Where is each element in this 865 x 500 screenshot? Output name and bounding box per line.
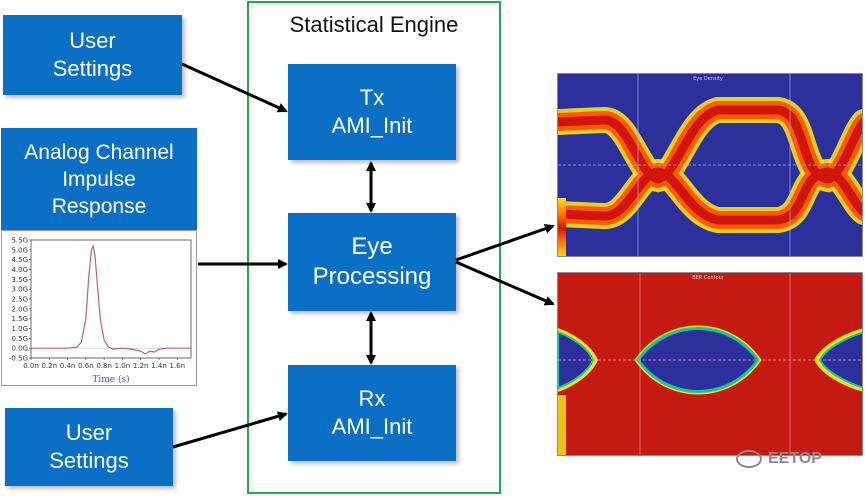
user-settings-top-label: User Settings [52, 28, 133, 81]
ber-contour-plot: BER Contour [557, 272, 863, 456]
arrow-user-settings-to-rx [172, 411, 288, 449]
arrow-user-settings-to-tx [181, 62, 288, 113]
user-settings-bottom-label: User Settings [49, 420, 129, 473]
eye-density-title: Eye Density [693, 76, 723, 82]
user-settings-top-block: User Settings [3, 15, 182, 95]
plot-area [30, 239, 192, 359]
statistical-engine-title: Statistical Engine [289, 12, 459, 37]
eye-processing-label: Eye Processing [312, 233, 432, 290]
y-tick-label: 1.5G [11, 315, 28, 323]
x-tick-label: 1.2n [133, 362, 149, 370]
eye-density-plot: Eye Density [557, 73, 863, 257]
y-tick-label: 3.5G [11, 276, 28, 284]
y-tick-label: 4.5G [11, 256, 28, 264]
arrow-eye-to-density [455, 223, 555, 262]
y-tick-label: 5.5G [11, 237, 28, 245]
tx-ami-init-block: Tx AMI_Init [288, 64, 456, 160]
x-tick-label: 0.8n [96, 362, 112, 370]
ber-contour-graphic: BER Contour [558, 273, 862, 455]
x-tick-label: 1.6n [169, 362, 185, 370]
y-tick-label: -0.5G [9, 355, 28, 363]
x-axis-label: Time (s) [92, 374, 129, 385]
user-settings-bottom-block: User Settings [5, 408, 173, 486]
y-tick-label: 0.5G [11, 335, 28, 343]
y-tick-label: 5.0G [11, 246, 28, 254]
y-tick-label: 0.0G [11, 345, 28, 353]
wechat-icon [736, 450, 762, 468]
eye-density-graphic: Eye Density [558, 74, 862, 256]
x-tick-label: 0.6n [78, 362, 94, 370]
tx-ami-init-label: Tx AMI_Init [331, 85, 413, 138]
eye-processing-block: Eye Processing [288, 213, 456, 311]
y-tick-label: 3.0G [11, 286, 28, 294]
ber-contour-title: BER Contour [692, 275, 725, 281]
y-tick-label: 1.0G [11, 325, 28, 333]
x-tick-label: 0.2n [41, 362, 57, 370]
x-tick-label: 1.0n [115, 362, 131, 370]
y-tick-label: 2.5G [11, 296, 28, 304]
statistical-engine-frame [247, 1, 501, 494]
y-tick-label: 2.0G [11, 305, 28, 313]
rx-ami-init-label: Rx AMI_Init [331, 386, 413, 439]
rx-ami-init-block: Rx AMI_Init [288, 365, 456, 461]
x-tick-label: 0.4n [60, 362, 76, 370]
watermark-text: EETOP [768, 450, 822, 467]
impulse-response-chart: 5.5G5.0G 4.5G 4.0G 3.5G 3.0G 2.5G2.0G 1.5G 1.0G… [9, 237, 192, 385]
x-tick-label: 1.4n [151, 362, 167, 370]
watermark: EETOP [736, 450, 822, 468]
x-tick-label: 0.0n [23, 362, 39, 370]
analog-channel-label: Analog Channel Impulse Response [24, 140, 174, 218]
y-tick-label: 4.0G [11, 266, 28, 274]
analog-channel-block: Analog Channel Impulse Response [1, 128, 197, 230]
arrow-eye-to-ber [455, 260, 555, 306]
